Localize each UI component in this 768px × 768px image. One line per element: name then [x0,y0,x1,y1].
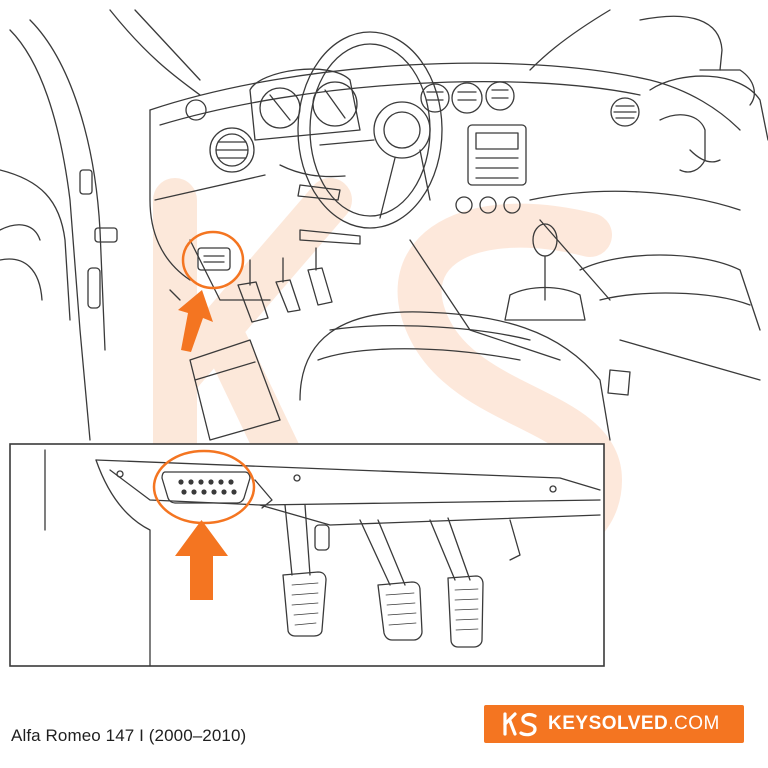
detail-inset-drawing [44,449,601,667]
ks-logo-icon [503,712,537,737]
obd-port-highlight-detail [152,449,256,525]
brand-tld: .COM [668,713,720,734]
vehicle-caption: Alfa Romeo 147 I (2000–2010) [11,726,247,745]
detail-inset-frame [9,443,605,667]
keysolved-brand-badge[interactable]: KEYSOLVED.COM [484,705,744,743]
obd-port-highlight-top [181,230,245,290]
obd-arrow-top [178,290,213,352]
obd-arrow-detail [175,520,228,600]
brand-name: KEYSOLVED [548,713,669,734]
car-interior-drawing [0,9,768,441]
